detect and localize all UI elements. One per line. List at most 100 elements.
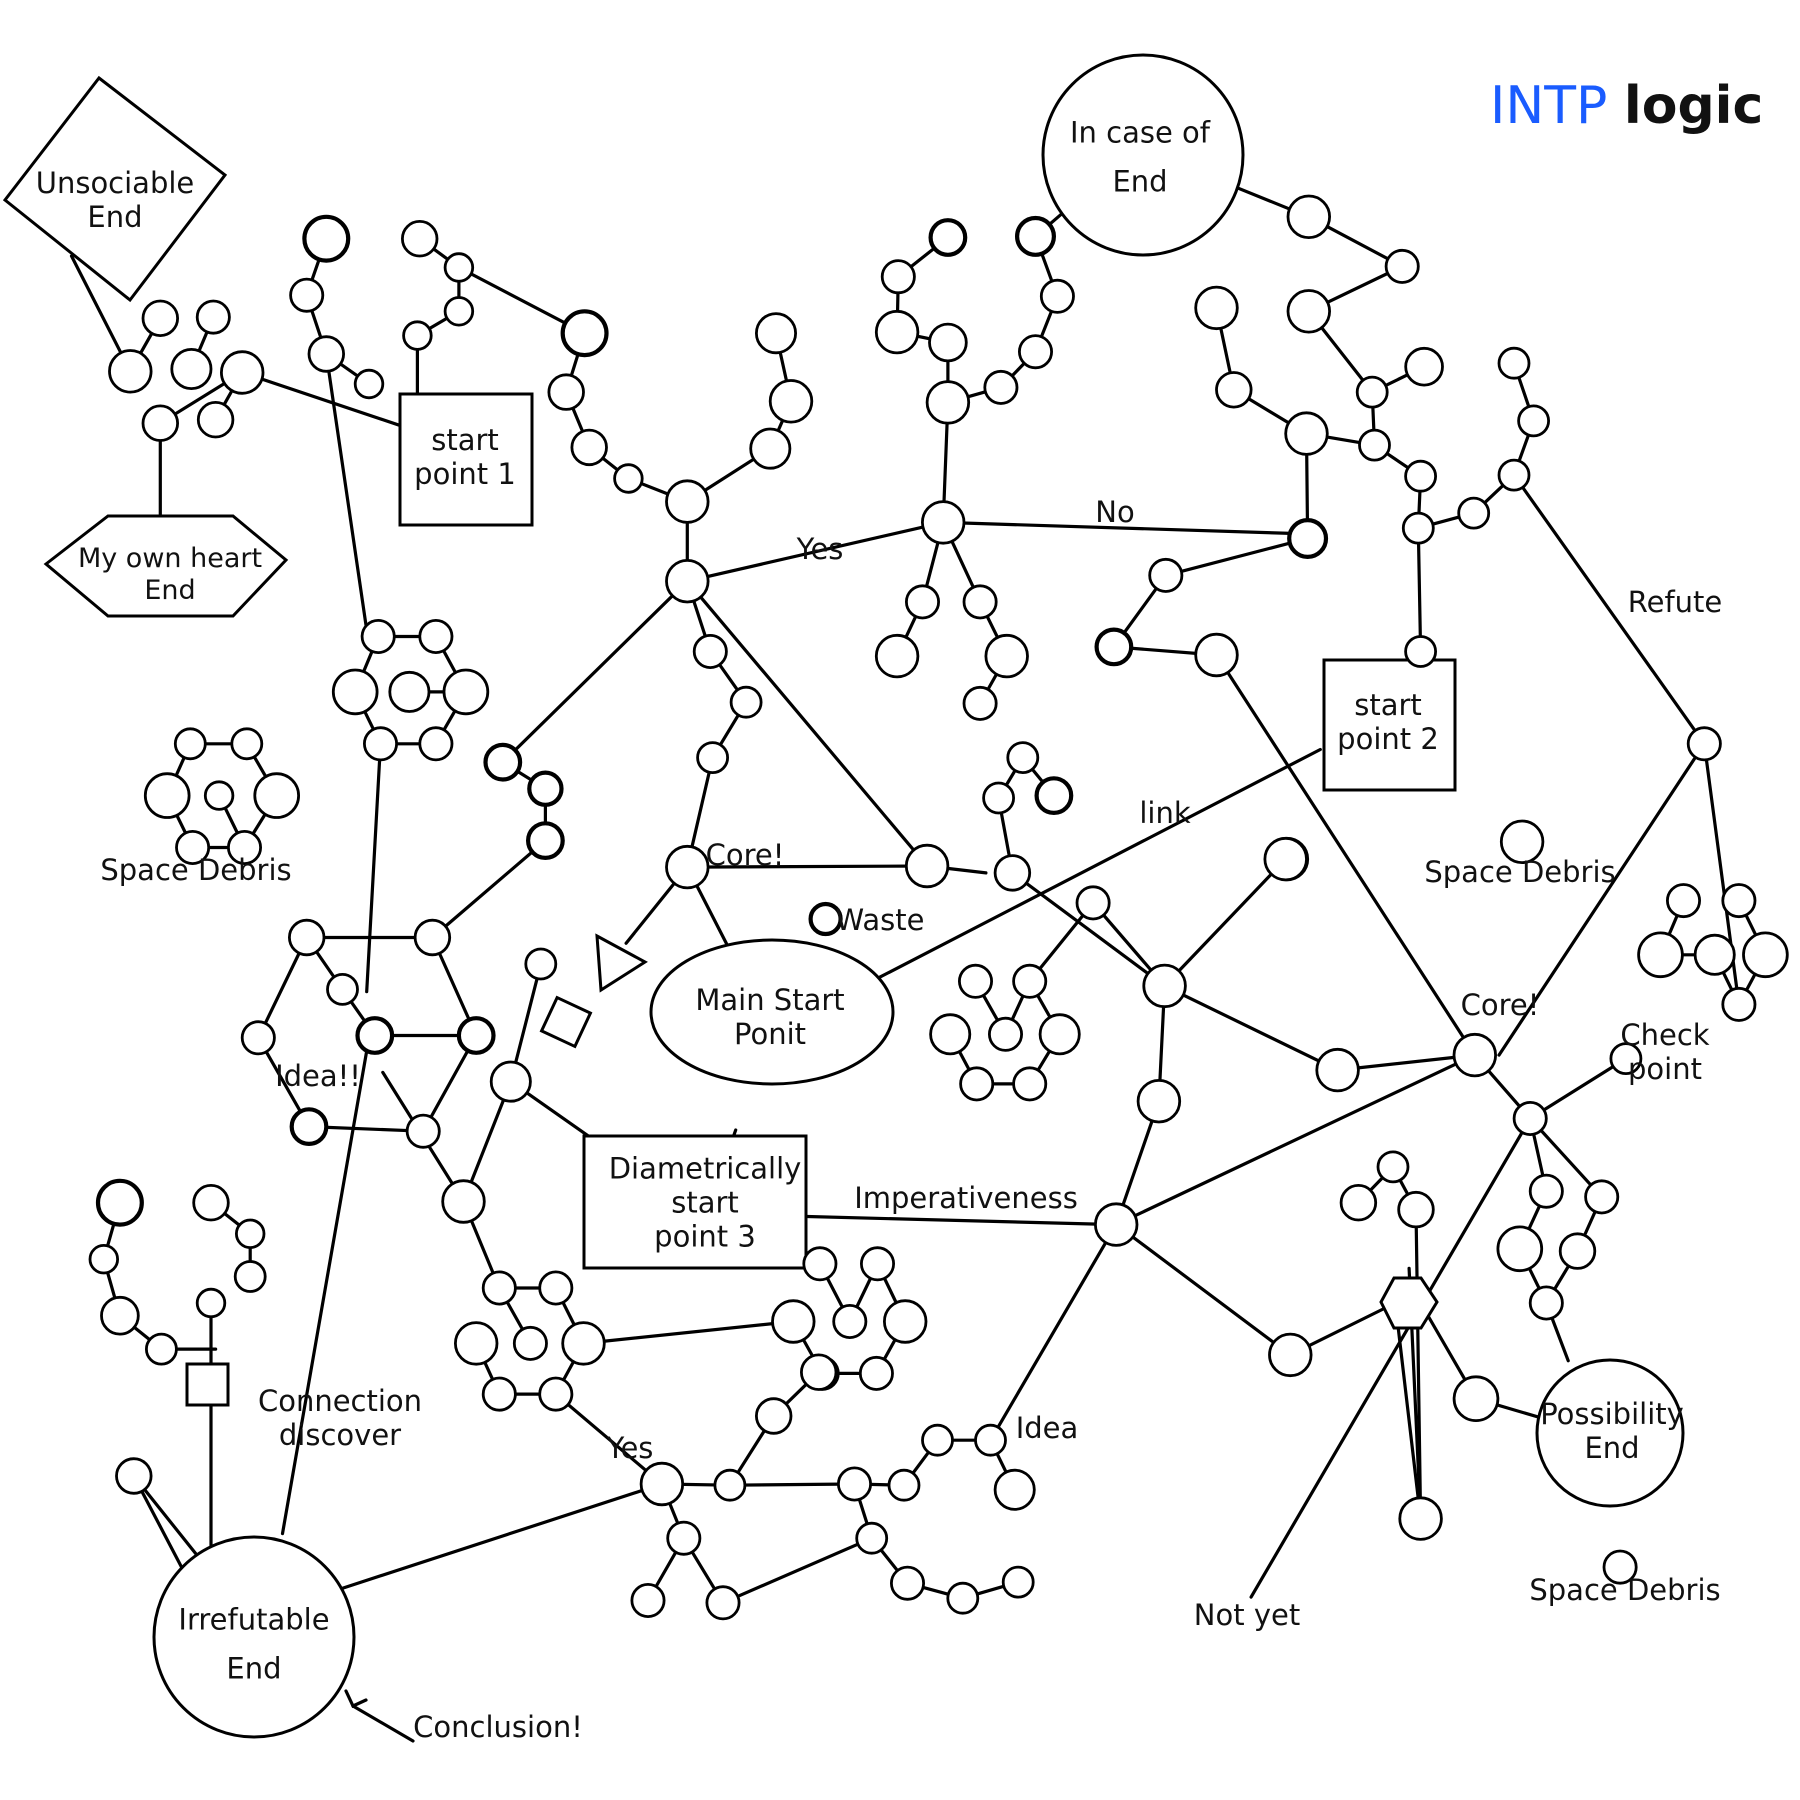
connector-line [1114,1222,1292,1357]
idea-node [729,685,763,719]
idea-node [526,821,565,860]
idea-node [527,770,564,807]
idea-node [800,1353,838,1391]
idea-node [456,1016,496,1055]
idea-node [289,277,325,313]
idea-node [1001,1565,1035,1599]
idea-node [1194,285,1239,331]
idea-node [203,780,235,811]
connector-line [721,1536,874,1605]
idea-node [1666,883,1702,919]
connector-line [581,1319,795,1346]
idea-node [1602,1549,1638,1585]
connector-line [501,579,689,764]
idea-node [331,668,379,716]
idea-node [858,1355,894,1391]
idea-node [402,320,433,351]
idea-node [196,401,235,439]
idea-node [538,1376,574,1412]
idea-node [1528,1173,1564,1209]
idea-node [946,1581,980,1615]
idea-node [401,219,439,258]
idea-node [1397,1190,1435,1229]
connector-line [1162,857,1288,988]
idea-node [226,830,262,866]
connector-line [685,520,945,583]
idea-node [88,1243,120,1275]
idea-node [405,1113,441,1149]
unsociable-end-diamond [2,75,228,303]
idea-node [666,1520,702,1556]
idea-node [360,619,396,655]
title-accent: INTP [1490,76,1608,136]
connector-line [872,747,1322,982]
idea-node [1014,215,1056,257]
connector-line [1512,473,1706,746]
idea-node [988,1016,1024,1052]
idea-nodes [88,194,1789,1621]
idea-node [524,947,558,981]
idea-node [512,1325,548,1361]
idea-node [1452,1375,1500,1422]
idea-node [837,1466,873,1502]
idea-node [802,1246,838,1282]
idea-node [1404,635,1437,668]
no-label: No [1095,494,1135,529]
idea-node [1136,1078,1182,1124]
waste-label: Waste [835,902,925,937]
connection-discover-label: Connection discover [257,1383,423,1452]
my-own-heart-end-hexagon [43,514,289,618]
idea-node [705,1585,741,1621]
idea-node [1012,963,1048,999]
connector-line [728,1482,857,1487]
idea-node [749,427,792,470]
idea-node [233,1260,267,1293]
diamond-square-icon [539,995,593,1049]
connector-line [324,352,371,648]
idea-node [1018,334,1054,370]
idea-node [230,727,264,761]
idea-node [240,1020,276,1056]
yes-label-1: Yes [796,531,844,566]
in-case-of-end-circle [1041,53,1245,257]
idea-label-2: Idea [1015,1410,1079,1445]
idea-node [538,1270,574,1306]
idea-node [441,1179,486,1224]
idea-node [418,726,454,762]
idea-node [921,500,966,545]
idea-node [1517,404,1550,438]
idea-node [253,772,301,819]
connector-line [1528,1116,1604,1199]
idea-node [1693,933,1736,976]
idea-node [355,1016,395,1055]
idea-node [144,1332,178,1366]
idea-node [143,772,191,819]
idea-node [771,1299,816,1344]
idea-node [1094,627,1134,667]
idea-node [1034,776,1074,815]
idea-node [1457,496,1491,530]
idea-node [1637,931,1684,979]
idea-node [613,463,644,494]
idea-node [442,668,490,716]
idea-node [418,619,454,655]
connector-line [280,1036,371,1536]
connector-line [1162,984,1340,1072]
title-rest: logic [1623,76,1764,136]
idea-node [1339,1183,1378,1222]
idea-node [95,1178,144,1227]
idea-node [993,1468,1036,1511]
not-yet-label: Not yet [1193,1597,1301,1632]
idea-node [921,1423,954,1457]
idea-node [860,1246,896,1282]
idea-node [880,259,916,295]
idea-node [1497,346,1531,380]
idea-node [170,347,213,390]
in-case-of-end-label: In case of End [1070,115,1210,199]
idea-node [234,1218,266,1250]
idea-node [959,1066,995,1102]
my-own-heart-end-label: My own heart End [77,543,263,606]
idea-node [905,584,941,620]
